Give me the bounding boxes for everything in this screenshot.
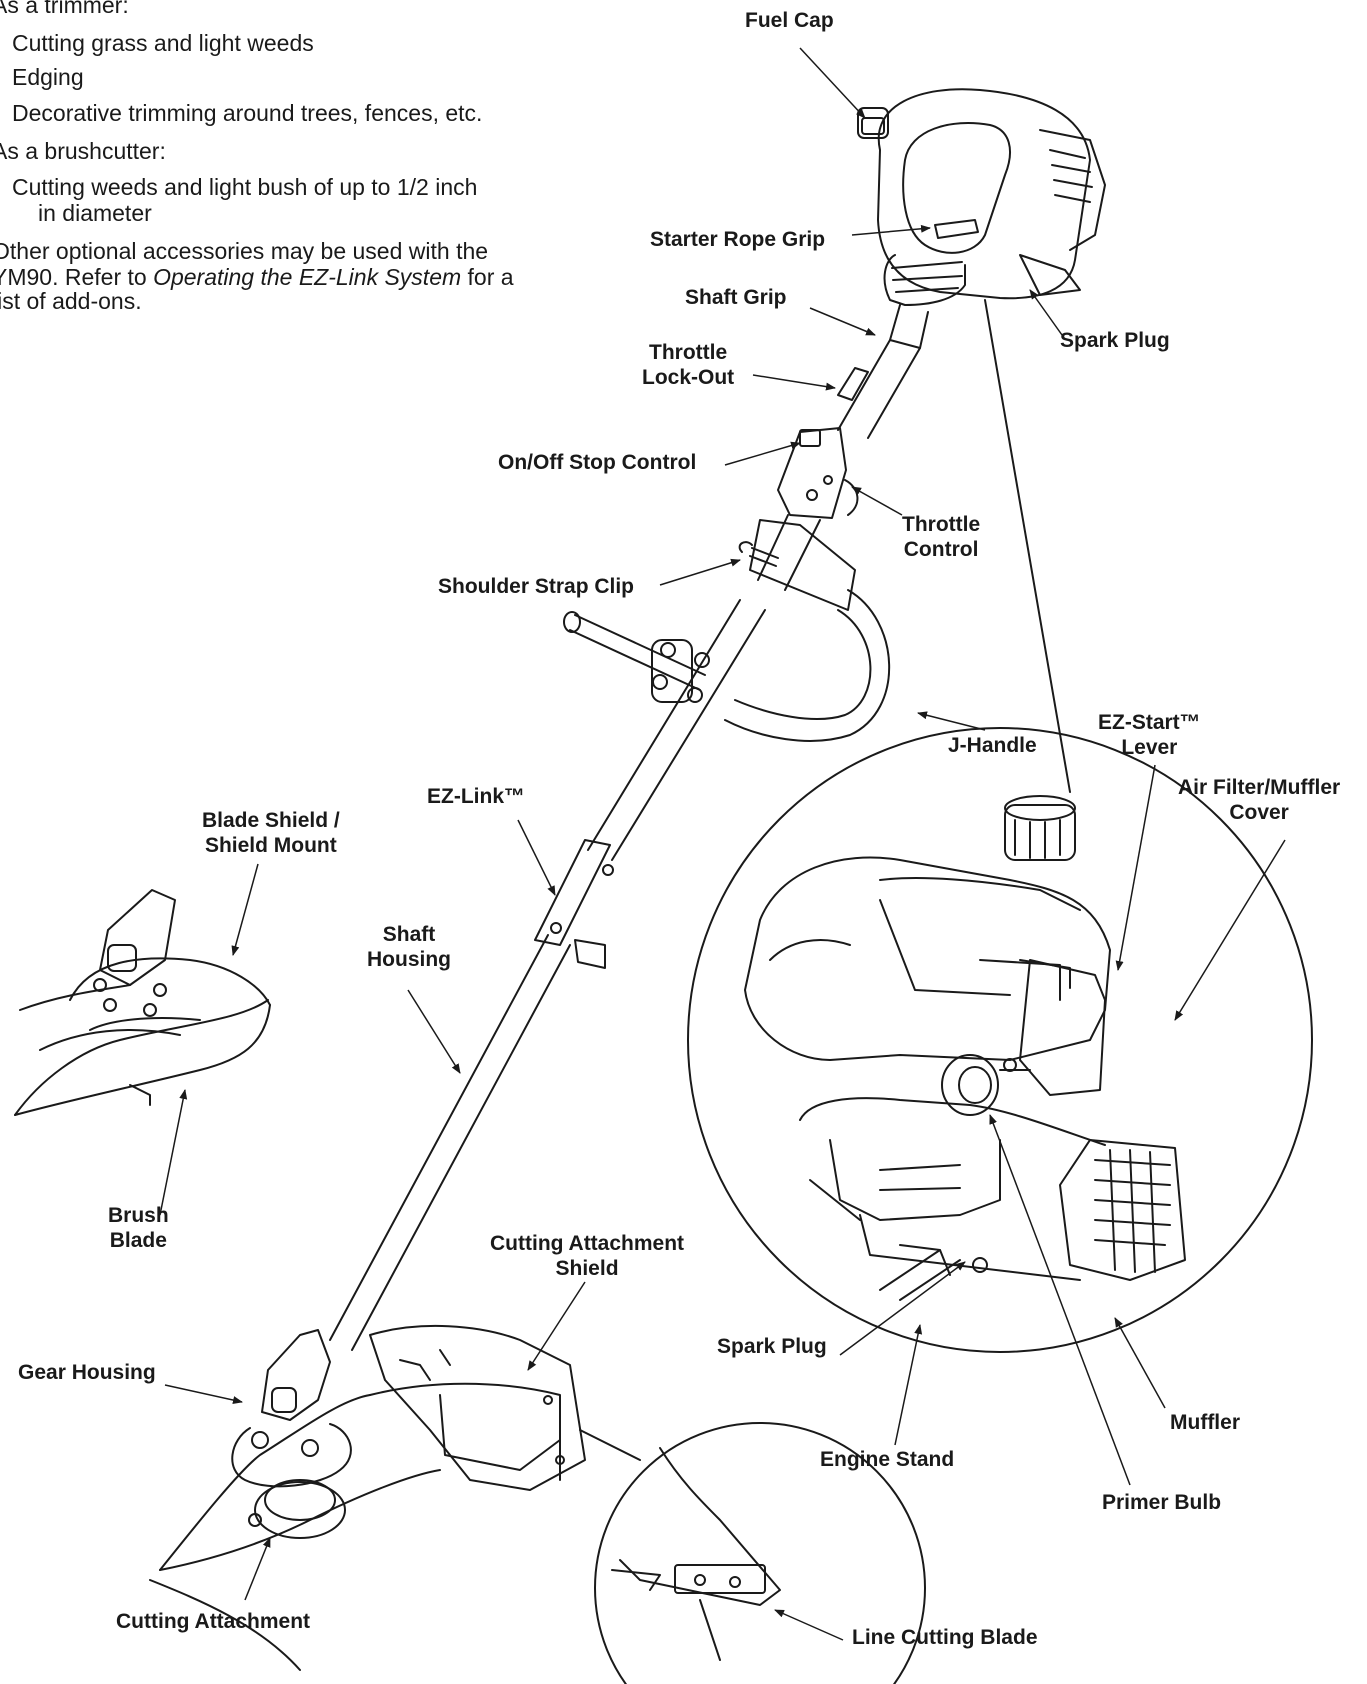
air-filter-line2: Cover (1229, 801, 1289, 824)
shaft-housing-line2: Housing (367, 948, 451, 971)
line-blade-circle (579, 1422, 926, 1684)
label-ez-start-lever: EZ-Start™ Lever (1098, 710, 1201, 760)
throttle-lockout-line2: Lock-Out (642, 366, 735, 389)
label-spark-plug-detail: Spark Plug (717, 1335, 827, 1358)
label-cutting-attachment-shield: Cutting Attachment Shield (490, 1231, 684, 1281)
label-on-off-stop-control: On/Off Stop Control (498, 451, 697, 474)
label-throttle-lockout: Throttle Lock-Out (642, 340, 734, 390)
throttle-lockout-line1: Throttle (649, 341, 728, 364)
note-line1: Other optional accessories may be used w… (0, 238, 489, 264)
brush-heading: As a brushcutter: (0, 138, 166, 164)
trimmer-heading: As a trimmer: (0, 0, 129, 18)
label-shaft-housing: Shaft Housing (367, 922, 451, 972)
trimmer-item-2: Edging (12, 64, 84, 90)
label-throttle-control: Throttle Control (902, 512, 980, 562)
throttle-control-line1: Throttle (902, 513, 981, 536)
label-muffler: Muffler (1170, 1411, 1240, 1434)
j-handle (563, 589, 891, 742)
cutting-head (149, 1324, 586, 1671)
label-gear-housing: Gear Housing (18, 1361, 156, 1384)
label-ez-link: EZ-Link™ (427, 785, 525, 808)
blade-shield-line2: Shield Mount (204, 834, 337, 857)
shaft-housing-line1: Shaft (382, 923, 436, 946)
note-line3: list of add-ons. (0, 288, 142, 314)
label-blade-shield: Blade Shield / Shield Mount (202, 808, 340, 858)
label-air-filter-muffler-cover: Air Filter/Muffler Cover (1178, 775, 1340, 825)
ez-start-lever-line2: Lever (1121, 736, 1178, 759)
label-j-handle: J-Handle (948, 734, 1037, 757)
air-filter-line1: Air Filter/Muffler (1178, 776, 1341, 799)
brush-blade-line2: Blade (109, 1229, 167, 1252)
note-line2: YM90. Refer to Operating the EZ-Link Sys… (0, 264, 514, 290)
label-shaft-grip: Shaft Grip (685, 286, 787, 309)
label-line-cutting-blade: Line Cutting Blade (852, 1626, 1038, 1649)
engine-detail-circle (687, 299, 1313, 1353)
ez-start-lever-line1: EZ-Start™ (1098, 711, 1201, 734)
label-primer-bulb: Primer Bulb (1102, 1491, 1222, 1514)
main-shaft (329, 599, 766, 1351)
cutting-attachment-shield-line2: Shield (555, 1257, 619, 1280)
brush-blade-line1: Brush (108, 1204, 169, 1227)
engine-top (857, 88, 1106, 349)
trimmer-item-1: Cutting grass and light weeds (12, 30, 314, 56)
upper-shaft (738, 339, 921, 611)
label-shoulder-strap-clip: Shoulder Strap Clip (438, 575, 635, 598)
label-spark-plug-top: Spark Plug (1060, 329, 1170, 352)
brush-item-line2: in diameter (38, 200, 152, 226)
throttle-control-line2: Control (903, 538, 979, 561)
brush-blade-art (14, 889, 271, 1116)
trimmer-item-3: Decorative trimming around trees, fences… (12, 100, 483, 126)
label-engine-stand: Engine Stand (820, 1448, 955, 1471)
cutting-attachment-shield-line1: Cutting Attachment (490, 1232, 685, 1255)
leader-lines (159, 47, 1286, 1641)
label-fuel-cap: Fuel Cap (745, 9, 834, 32)
label-cutting-attachment: Cutting Attachment (116, 1610, 311, 1633)
label-starter-rope-grip: Starter Rope Grip (650, 228, 826, 251)
label-brush-blade: Brush Blade (108, 1203, 169, 1253)
blade-shield-line1: Blade Shield / (202, 809, 340, 832)
brush-item-line1: Cutting weeds and light bush of up to 1/… (12, 174, 478, 200)
